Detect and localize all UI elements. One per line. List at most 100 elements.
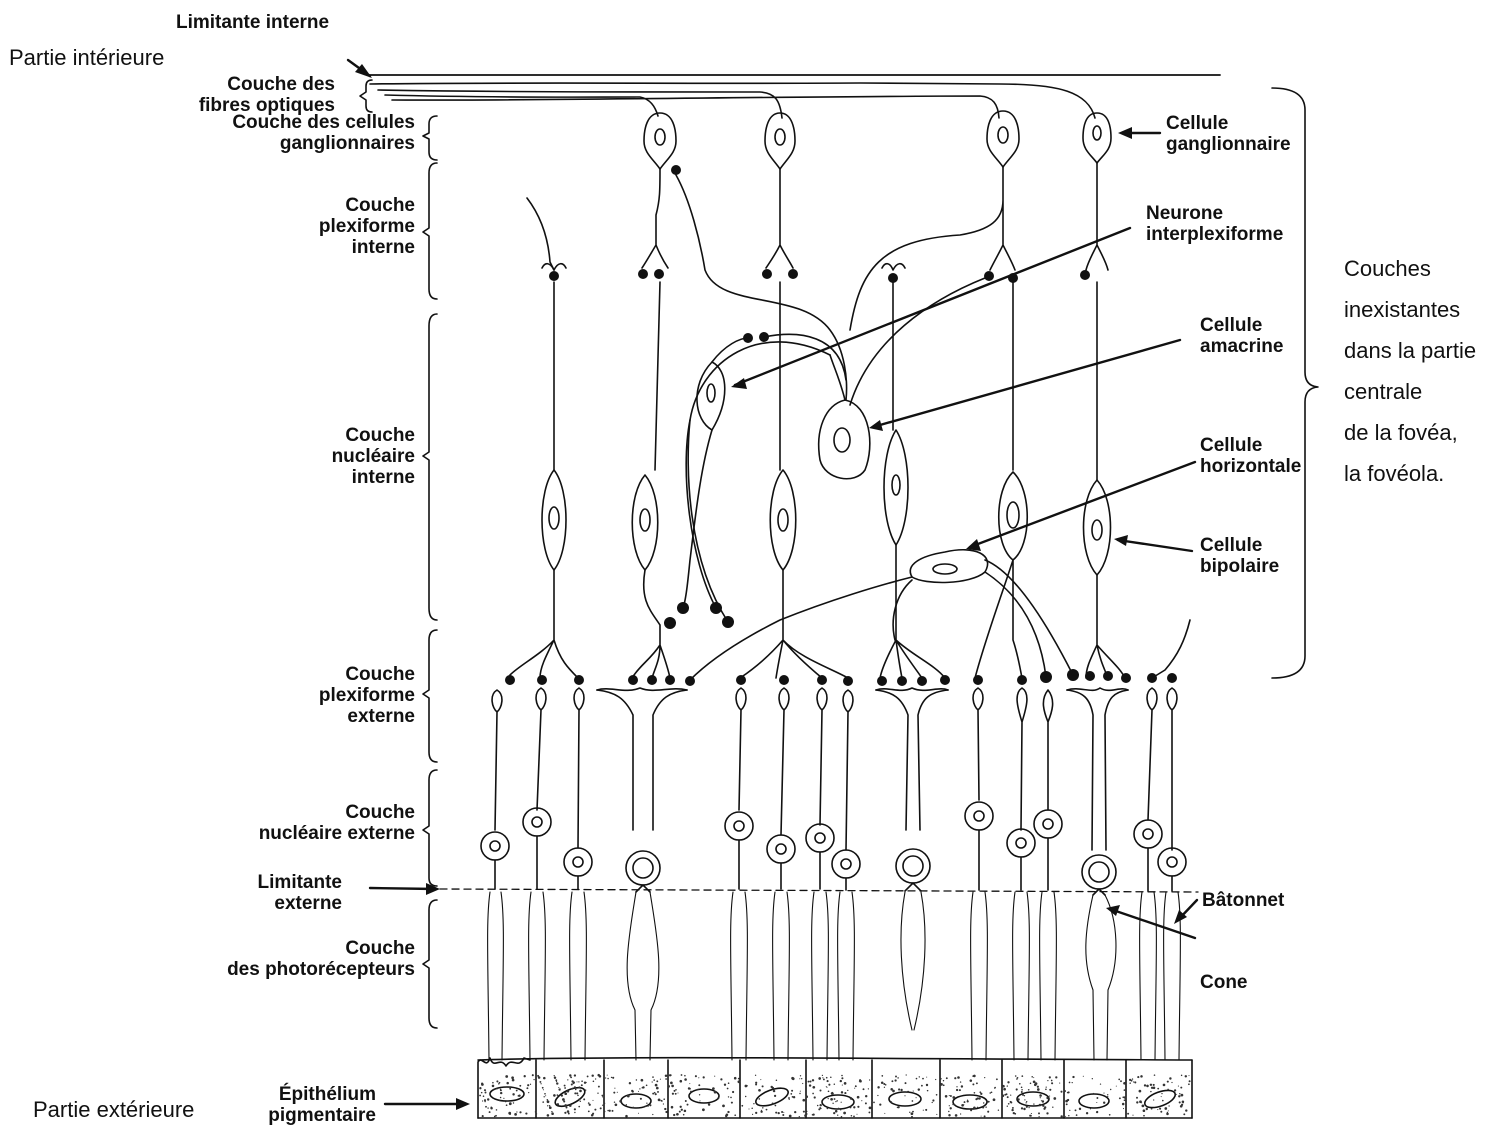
pigment-granule [568,1113,570,1115]
pigment-granule [1103,1102,1105,1104]
pigment-granule [1026,1101,1027,1102]
pigment-granule [897,1077,899,1079]
pigment-granule [730,1097,732,1099]
pigment-granule [578,1081,579,1082]
pigment-granule [881,1075,883,1077]
pigment-granule [789,1115,792,1118]
pigment-granule [946,1077,948,1079]
pigment-granule [1004,1094,1006,1096]
pigment-granule [665,1075,668,1078]
pigment-granule [679,1111,681,1113]
pigment-granule [832,1103,833,1104]
pigment-granule [625,1115,628,1118]
rod-nuclei [481,802,1186,878]
pigment-granule [1017,1098,1019,1100]
pigment-granule [943,1084,945,1086]
pigment-granule [512,1093,514,1095]
pigment-granule [585,1089,586,1090]
pigment-granule [1039,1104,1042,1107]
pigment-granule [500,1092,502,1094]
pigment-granule [1171,1082,1172,1083]
pigment-granule [817,1105,819,1107]
pigment-granule [1041,1100,1042,1101]
pigment-granule [724,1084,726,1086]
pigment-granule [485,1106,487,1108]
pigment-granule [762,1085,764,1087]
amacrine-cell [686,278,985,622]
pigment-granule [877,1095,878,1096]
pigment-granule [492,1082,494,1084]
pigment-granule [574,1108,576,1110]
pigment-granule [611,1077,612,1078]
label-amacrine: Cellule amacrine [1200,315,1283,357]
pigment-granule [499,1082,501,1084]
pigment-granule [904,1095,905,1096]
pigment-granule [1040,1097,1041,1098]
pigment-granule [1069,1082,1071,1084]
pigment-granule [854,1088,855,1089]
pigment-granule [612,1110,614,1112]
pigment-granule [1002,1085,1005,1088]
pigment-granule [481,1083,484,1086]
arrowheads [355,64,1187,1110]
pigment-granule [1021,1087,1023,1089]
pigment-granule [1021,1091,1023,1093]
pigment-granule [597,1093,598,1094]
pigment-granule [564,1085,566,1087]
pigment-granule [974,1092,976,1094]
pigment-granule [567,1090,569,1092]
pigment-granule [912,1100,914,1102]
pigment-granule [600,1107,602,1109]
label-inner-part: Partie intérieure [9,45,164,71]
pigment-granule [1181,1075,1182,1076]
pigment-granule [1146,1108,1148,1110]
pigment-granule [805,1084,806,1085]
pigment-granule [656,1080,658,1082]
pigment-granule [1055,1076,1057,1078]
pigment-granule [500,1097,502,1099]
pigment-granule [1164,1107,1167,1110]
pigment-granule [496,1080,498,1082]
pigment-granule [663,1098,665,1100]
pigment-granule [948,1111,949,1112]
pigment-granule [727,1111,729,1113]
horizontal-cell [690,550,1073,680]
pigment-granule [1093,1093,1094,1094]
pigment-granule [1141,1102,1142,1103]
pigment-granule [578,1098,580,1100]
pigment-granule [778,1112,780,1114]
pigment-granule [1167,1089,1169,1091]
pigment-granule [1049,1089,1051,1091]
pigment-granule [895,1076,897,1078]
pigment-granule [574,1086,576,1088]
pigment-epithelium [478,1058,1192,1118]
pigment-granule [881,1081,884,1084]
pigment-granule [667,1085,670,1088]
pigment-granule [738,1080,741,1083]
pigment-granule [557,1103,559,1105]
pigment-granule [1043,1108,1045,1110]
pigment-granule [639,1088,640,1089]
pigment-granule [861,1100,862,1101]
pigment-granule [922,1078,924,1080]
pigment-granule [982,1106,984,1108]
pigment-granule [485,1092,487,1094]
pigment-granule [973,1107,976,1110]
pigment-granule [604,1111,606,1113]
pigment-granule [911,1116,913,1118]
pigment-granule [827,1080,829,1082]
pigment-granule [530,1084,531,1085]
pigment-granule [588,1111,590,1113]
pigment-granule [562,1098,565,1101]
pigment-granule [970,1109,972,1111]
pigment-granule [513,1102,514,1103]
pigment-granule [1026,1106,1028,1108]
pigment-granule [827,1108,829,1110]
pigment-granule [1060,1115,1062,1117]
pigment-granule [539,1081,541,1083]
pigment-granule [1012,1107,1014,1109]
pigment-granule [1021,1075,1023,1077]
pigment-granule [871,1100,873,1102]
pigment-granule [490,1107,492,1109]
pigment-granule [1137,1076,1139,1078]
